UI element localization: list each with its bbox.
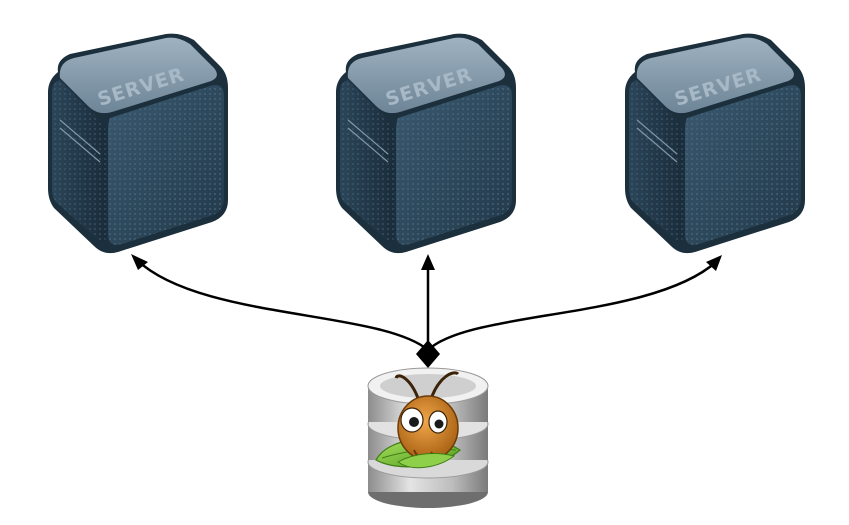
server-icon: SERVER: [625, 33, 805, 254]
connectors: [131, 254, 722, 368]
server-icon: SERVER: [336, 33, 516, 254]
server-icon: SERVER: [48, 33, 228, 254]
hub-diamond-icon: [416, 340, 440, 368]
server-1: SERVER: [48, 33, 228, 254]
server-2: SERVER: [336, 33, 516, 254]
connector-right: [427, 261, 717, 351]
arrowhead-right-icon: [706, 255, 722, 271]
arrowhead-center-icon: [421, 254, 435, 270]
arrowhead-left-icon: [131, 254, 148, 270]
database-ant-icon: [367, 367, 489, 508]
server-3: SERVER: [625, 33, 805, 254]
connector-left: [136, 259, 429, 351]
